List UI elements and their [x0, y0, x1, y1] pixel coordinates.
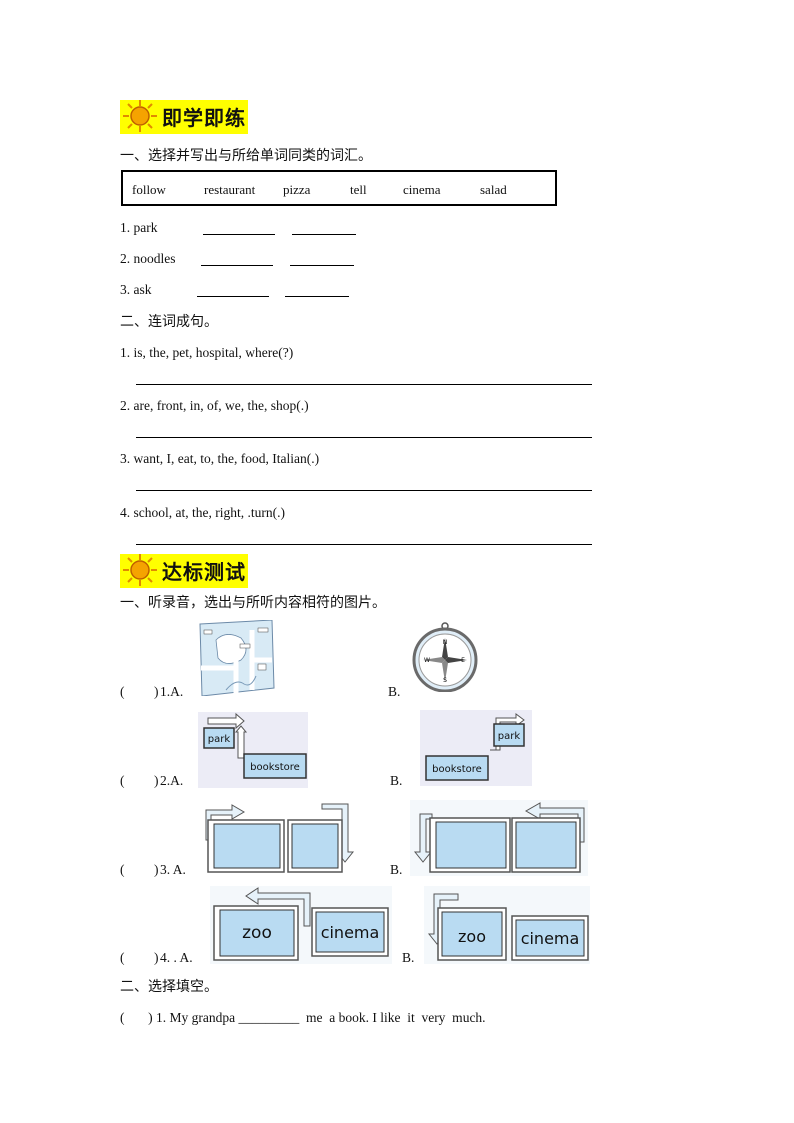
list-item: 2. are, front, in, of, we, the, shop(.) [120, 398, 309, 413]
compass-letter: E [461, 657, 465, 664]
option-a-label: 2.A. [160, 773, 184, 788]
option-a-label: 1.A. [160, 684, 184, 699]
bookstore-label: bookstore [432, 764, 482, 775]
word-bank-item: tell [350, 182, 367, 197]
instruction-choose-words: 一、选择并写出与所给单词同类的词汇。 [120, 148, 372, 164]
list-item: 1. is, the, pet, hospital, where(?) [120, 345, 294, 360]
answer-line[interactable] [136, 384, 592, 385]
route-turn-right-image[interactable] [200, 800, 358, 876]
park-label: park [208, 734, 231, 745]
list-item: 4. school, at, the, right, .turn(.) [120, 505, 285, 520]
answer-paren-close: ) [154, 862, 159, 877]
option-a-label: 4. . A. [160, 950, 193, 965]
word-bank-item: cinema [403, 182, 441, 197]
route-zoo-cinema-b[interactable]: zoo cinema [424, 886, 590, 964]
cinema-label: cinema [521, 929, 580, 948]
list-item: 3. ask [120, 282, 152, 297]
answer-line[interactable] [136, 544, 592, 545]
route-park-bookstore-a[interactable]: park bookstore [198, 712, 308, 788]
answer-paren-close: ) [154, 773, 159, 788]
section-title: 即学即练 [162, 105, 246, 130]
instruction-fill-blank: 二、选择填空。 [120, 979, 218, 995]
option-b-label: B. [390, 773, 403, 788]
answer-blank[interactable] [201, 265, 273, 266]
word-bank-item: restaurant [204, 182, 256, 197]
word-bank-item: pizza [283, 182, 311, 197]
section-header-practice: 即学即练 [120, 98, 248, 134]
compass-letter: W [424, 657, 430, 664]
route-zoo-cinema-a[interactable]: zoo cinema [210, 886, 392, 964]
route-park-bookstore-b[interactable]: park bookstore [420, 710, 532, 786]
instruction-make-sentences: 二、连词成句。 [120, 314, 218, 330]
answer-blank[interactable] [292, 234, 356, 235]
option-b-label: B. [390, 862, 403, 877]
answer-paren-close: ) [154, 950, 159, 965]
answer-line[interactable] [136, 437, 592, 438]
list-item: 3. want, I, eat, to, the, food, Italian(… [120, 451, 320, 466]
compass-icon[interactable]: N E S W [412, 622, 478, 692]
answer-paren-open: ( [120, 862, 125, 877]
answer-blank[interactable] [197, 296, 269, 297]
word-bank-item: salad [480, 182, 507, 197]
list-item: 2. noodles [120, 251, 176, 266]
answer-blank[interactable] [285, 296, 349, 297]
sun-icon [123, 554, 157, 586]
cinema-label: cinema [321, 923, 380, 942]
sun-icon [123, 100, 157, 132]
list-item: 1. park [120, 220, 158, 235]
park-label: park [498, 731, 521, 742]
instruction-listen: 一、听录音，选出与所听内容相符的图片。 [120, 595, 386, 611]
list-item: ( ) 1. My grandpa _________ me a book. I… [120, 1010, 486, 1025]
option-b-label: B. [402, 950, 415, 965]
answer-paren-open: ( [120, 773, 125, 788]
compass-letter: S [443, 677, 447, 684]
zoo-label: zoo [242, 923, 272, 943]
route-turn-left-image[interactable] [410, 800, 588, 876]
map-image[interactable] [196, 620, 276, 696]
answer-paren-open: ( [120, 684, 125, 699]
answer-paren-open: ( [120, 950, 125, 965]
zoo-label: zoo [458, 927, 486, 946]
option-a-label: 3. A. [160, 862, 186, 877]
option-b-label: B. [388, 684, 401, 699]
section-header-test: 达标测试 [120, 552, 248, 588]
word-bank-item: follow [132, 182, 166, 197]
bookstore-label: bookstore [250, 762, 300, 773]
answer-line[interactable] [136, 490, 592, 491]
answer-blank[interactable] [290, 265, 354, 266]
answer-blank[interactable] [203, 234, 275, 235]
compass-letter: N [443, 639, 448, 646]
section-title: 达标测试 [162, 559, 246, 584]
answer-paren-close: ) [154, 684, 159, 699]
word-bank: follow restaurant pizza tell cinema sala… [121, 170, 557, 206]
